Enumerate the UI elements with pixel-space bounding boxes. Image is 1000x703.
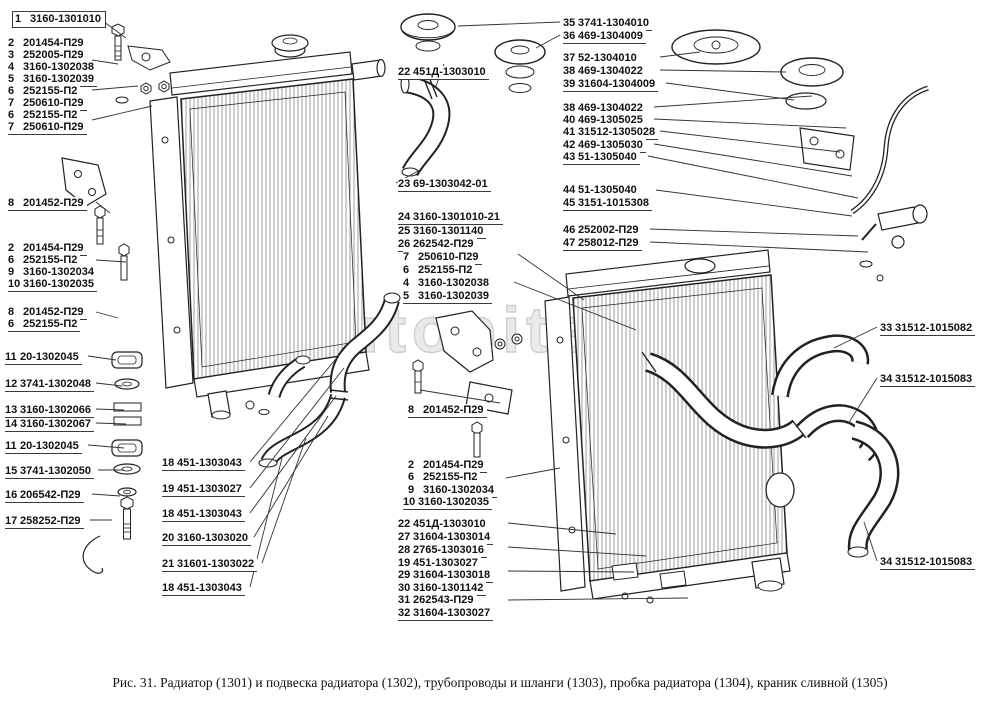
left-radiator-cap — [271, 34, 309, 52]
right-radiator — [544, 249, 795, 604]
upper-hose — [400, 74, 451, 177]
right-filler-neck — [684, 258, 716, 274]
radiator-caps — [400, 13, 844, 110]
mounting-pads-stack — [82, 351, 143, 574]
left-radiator — [149, 34, 386, 420]
left-lower-pipes — [258, 292, 401, 468]
leader-lines — [87, 15, 878, 601]
drain-cock-parts — [799, 85, 929, 282]
left-core — [180, 78, 367, 380]
figure-caption: Рис. 31. Радиатор (1301) и подвеска ради… — [112, 675, 888, 690]
top-left-fasteners — [111, 23, 171, 104]
right-hoses — [641, 334, 900, 558]
mid-left-brackets — [61, 157, 130, 281]
